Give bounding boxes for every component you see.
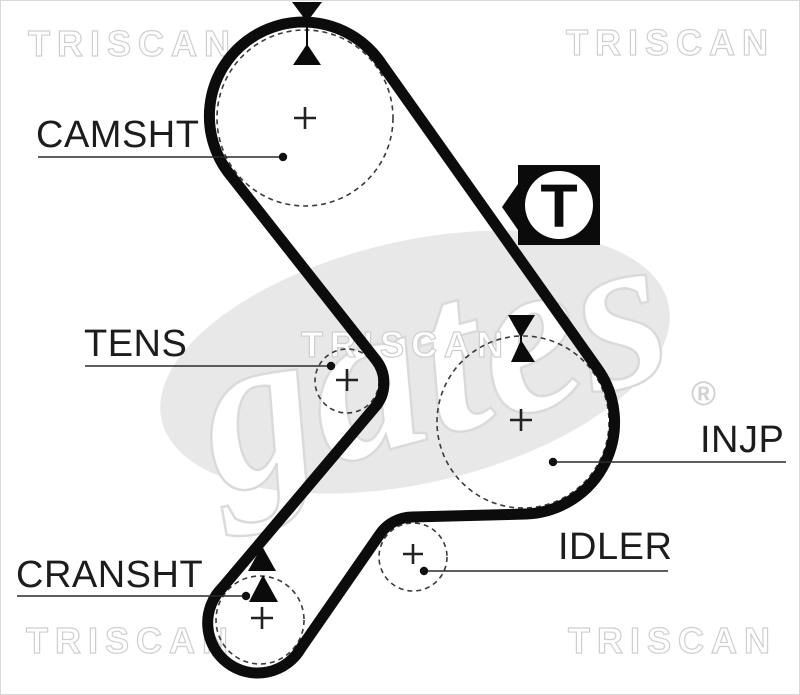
triscan-watermark-bottom-left: TRISCAN (25, 620, 235, 661)
triscan-watermark-center: TRISCAN (300, 324, 510, 365)
crankshaft-pulley-circle (215, 575, 305, 665)
triscan-watermark-top-left: TRISCAN (27, 23, 237, 64)
pulley-center-marks (251, 107, 532, 629)
tension-arrow-icon (502, 184, 518, 230)
label-tensioner: TENS (84, 323, 188, 365)
tension-t-symbol: T (540, 172, 577, 240)
idler-pulley-circle (378, 522, 448, 592)
injection-pump-timing-arrows (508, 315, 535, 362)
leader-dots (241, 152, 558, 601)
timing-belt-path (202, 16, 621, 679)
injection-pump-pulley-circle (436, 335, 610, 509)
tension-check-icon: T (502, 165, 600, 245)
label-crankshaft: CRANSHT (16, 554, 204, 596)
label-camshaft: CAMSHT (36, 114, 200, 156)
triscan-watermark-bottom-right: TRISCAN (567, 620, 777, 661)
label-injection-pump: INJP (700, 419, 785, 461)
camshaft-pulley-circle (216, 29, 394, 207)
camshaft-timing-arrows (292, 2, 322, 65)
triscan-watermark-top-right: TRISCAN (565, 22, 775, 63)
registered-trademark-icon: ® (691, 375, 717, 413)
leader-lines (17, 156, 786, 597)
crankshaft-timing-arrows (248, 546, 278, 602)
label-idler: IDLER (558, 526, 673, 568)
